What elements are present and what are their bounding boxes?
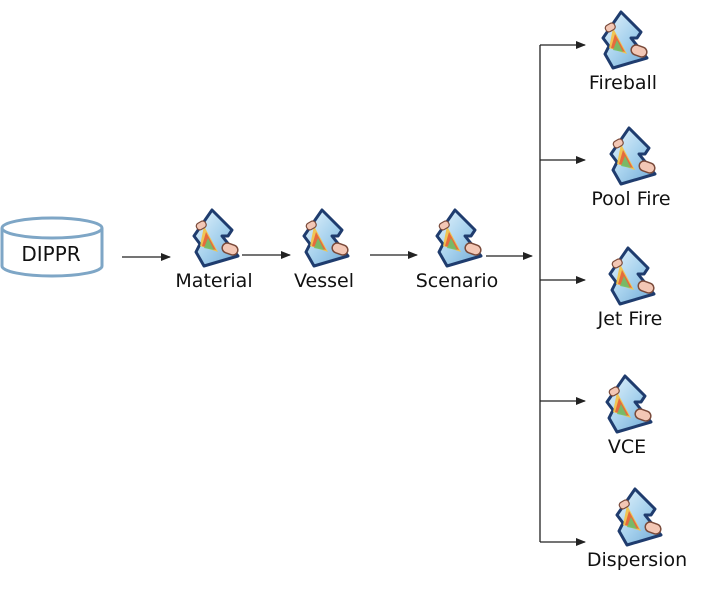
modeling-component-icon [572, 372, 682, 436]
modeling-component-icon [576, 124, 686, 188]
node-label-fireball: Fireball [588, 72, 658, 94]
node-label-vessel: Vessel [294, 270, 354, 292]
modeling-component-icon [575, 244, 685, 308]
node-label-dispersion: Dispersion [586, 549, 688, 571]
node-pool-fire: Pool Fire [576, 124, 686, 210]
node-vessel: Vessel [269, 206, 379, 292]
modeling-component-icon [159, 206, 269, 270]
node-dispersion: Dispersion [582, 485, 692, 571]
modeling-component-icon [582, 485, 692, 549]
node-label-vce: VCE [607, 436, 647, 458]
modeling-component-icon [568, 8, 678, 72]
modeling-component-icon [402, 206, 512, 270]
node-label-jet-fire: Jet Fire [597, 308, 663, 330]
dippr-label: DIPPR [21, 242, 81, 266]
node-vce: VCE [572, 372, 682, 458]
node-material: Material [159, 206, 269, 292]
database-icon [0, 216, 104, 278]
connector-arrows [122, 41, 586, 546]
node-scenario: Scenario [402, 206, 512, 292]
modeling-component-icon [269, 206, 379, 270]
node-label-scenario: Scenario [415, 270, 499, 292]
node-fireball: Fireball [568, 8, 678, 94]
node-label-pool-fire: Pool Fire [591, 188, 671, 210]
node-label-material: Material [175, 270, 253, 292]
node-jet-fire: Jet Fire [575, 244, 685, 330]
